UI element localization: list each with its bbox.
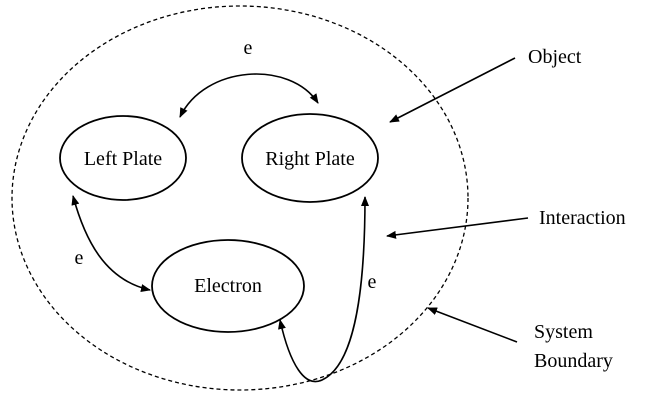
callout-pointer-system-boundary	[427, 307, 518, 343]
interaction-arrow-right	[278, 196, 369, 383]
callout-pointer-object	[389, 57, 516, 123]
callout-object: Object	[528, 46, 582, 68]
callout-interaction: Interaction	[539, 207, 626, 229]
node-right-plate: Right Plate	[241, 113, 379, 203]
callout-system-line1: System	[534, 321, 593, 343]
edge-label-right: e	[368, 271, 377, 293]
node-electron-label: Electron	[194, 275, 262, 297]
callout-system-line2: Boundary	[534, 350, 613, 372]
edge-label-left: e	[75, 247, 84, 269]
system-boundary	[11, 5, 469, 391]
node-left-plate-label: Left Plate	[84, 148, 162, 170]
edge-label-top: e	[244, 37, 253, 59]
interaction-arrow-left	[71, 195, 151, 292]
node-right-plate-label: Right Plate	[265, 148, 355, 170]
callout-pointer-interaction	[386, 217, 529, 239]
node-electron: Electron	[151, 239, 305, 333]
interaction-arrow-top	[179, 73, 319, 118]
node-left-plate: Left Plate	[59, 115, 187, 201]
